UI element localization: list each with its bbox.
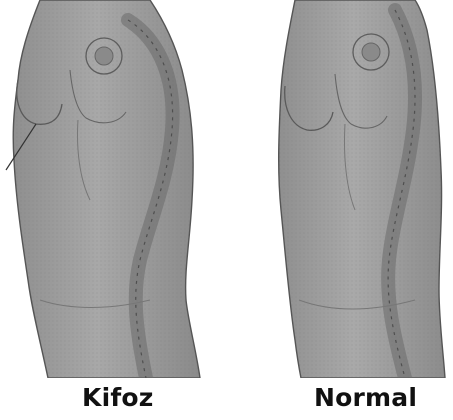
normal-figure: [255, 0, 453, 378]
normal-torso-illustration: [255, 0, 453, 378]
kyphosis-torso-illustration: [0, 0, 225, 378]
kyphosis-caption: Kifoz: [82, 378, 154, 418]
kyphosis-figure: [0, 0, 225, 378]
normal-caption: Normal: [314, 378, 417, 418]
